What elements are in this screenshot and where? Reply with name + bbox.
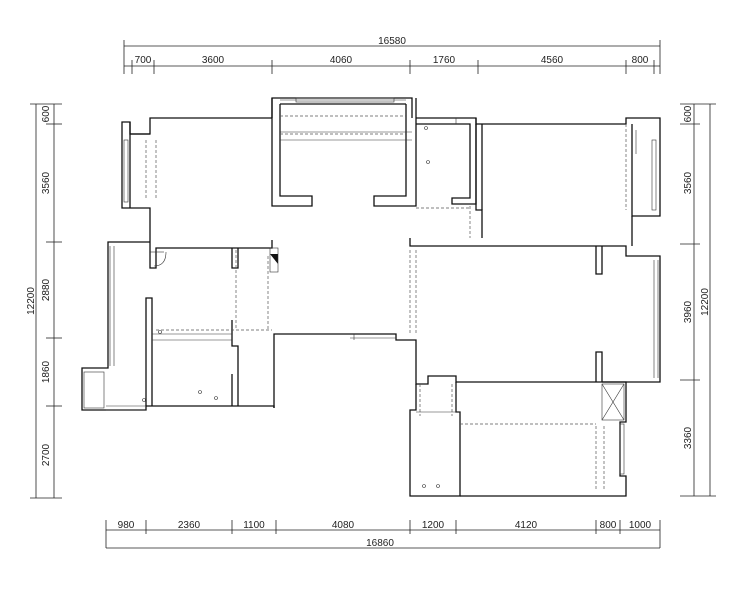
- bottom-seg-7: 800: [600, 520, 617, 531]
- top-seg-2: 3600: [202, 55, 225, 66]
- right-dimensions: 600 3560 3960 3360 12200: [680, 103, 716, 497]
- right-seg-1: 600: [683, 105, 694, 122]
- right-seg-3: 3960: [683, 300, 694, 323]
- bottom-seg-2: 2360: [178, 520, 201, 531]
- left-dimensions: 12200 600 3560 2880 1860 2700: [26, 103, 62, 499]
- left-seg-5: 2700: [41, 443, 52, 466]
- walls: [81, 97, 661, 497]
- top-seg-5: 4560: [541, 55, 564, 66]
- top-seg-3: 4060: [330, 55, 353, 66]
- bottom-seg-1: 980: [118, 520, 135, 531]
- top-seg-4: 1760: [433, 55, 456, 66]
- top-dimensions: 16580 700 3600 4060 1760 4560 800: [123, 36, 661, 74]
- left-seg-2: 3560: [41, 171, 52, 194]
- bottom-seg-3: 1100: [243, 520, 265, 531]
- left-seg-3: 2880: [41, 278, 52, 301]
- bottom-seg-8: 1000: [629, 520, 652, 531]
- right-seg-4: 3360: [683, 426, 694, 449]
- bottom-seg-5: 1200: [422, 520, 445, 531]
- top-total-label: 16580: [378, 36, 406, 47]
- right-total-label: 12200: [700, 288, 711, 316]
- top-seg-6: 800: [632, 55, 649, 66]
- top-seg-1: 700: [135, 55, 152, 66]
- left-seg-4: 1860: [41, 360, 52, 383]
- bottom-dimensions: 980 2360 1100 4080 1200 4120 800 1000 16…: [105, 520, 661, 549]
- left-total-label: 12200: [26, 287, 37, 315]
- bottom-total-label: 16860: [366, 538, 394, 549]
- right-seg-2: 3560: [683, 171, 694, 194]
- left-seg-1: 600: [41, 105, 52, 122]
- bottom-seg-6: 4120: [515, 520, 538, 531]
- bottom-seg-4: 4080: [332, 520, 355, 531]
